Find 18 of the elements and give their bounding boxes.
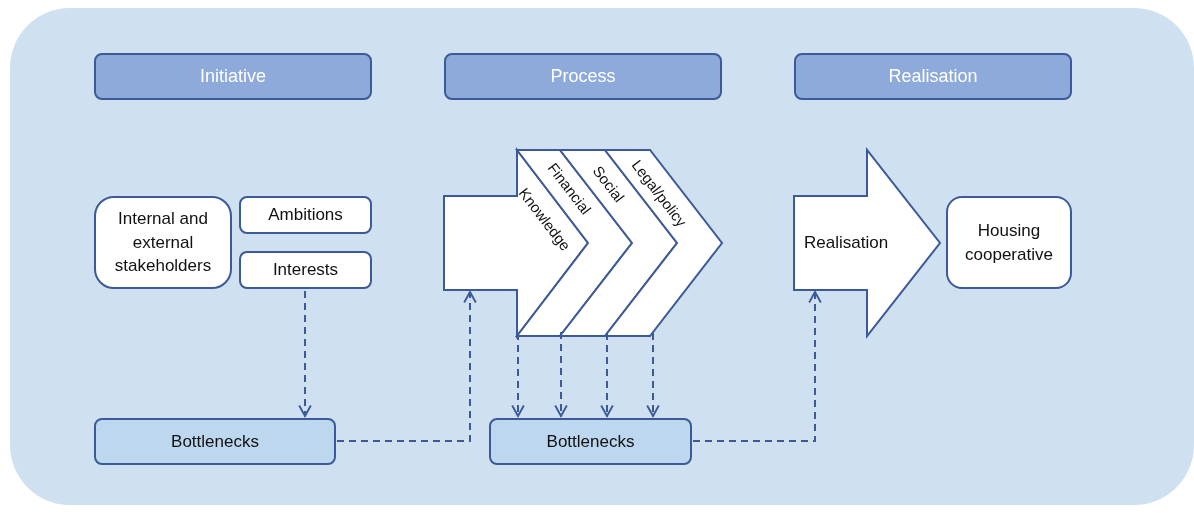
arrow-label: Realisation [804,233,889,253]
text-box: Ambitions [239,196,372,234]
phase-shape [517,150,632,336]
stakeholder-box: Internal and external stakeholders [94,196,232,289]
dashed-arrow [692,291,822,442]
header-box: Realisation [794,53,1072,100]
dashed-arrow [336,291,477,442]
dashed-arrow [554,331,568,417]
bottleneck-box: Bottlenecks [489,418,692,465]
phase-shape [794,150,940,336]
header-box: Initiative [94,53,372,100]
bottleneck-box: Bottlenecks [94,418,336,465]
result-box: Housing cooperative [946,196,1072,289]
dashed-arrow [646,332,660,417]
header-box: Process [444,53,722,100]
dashed-arrow [600,332,614,417]
dashed-arrow [298,290,312,417]
text-box: Interests [239,251,372,289]
